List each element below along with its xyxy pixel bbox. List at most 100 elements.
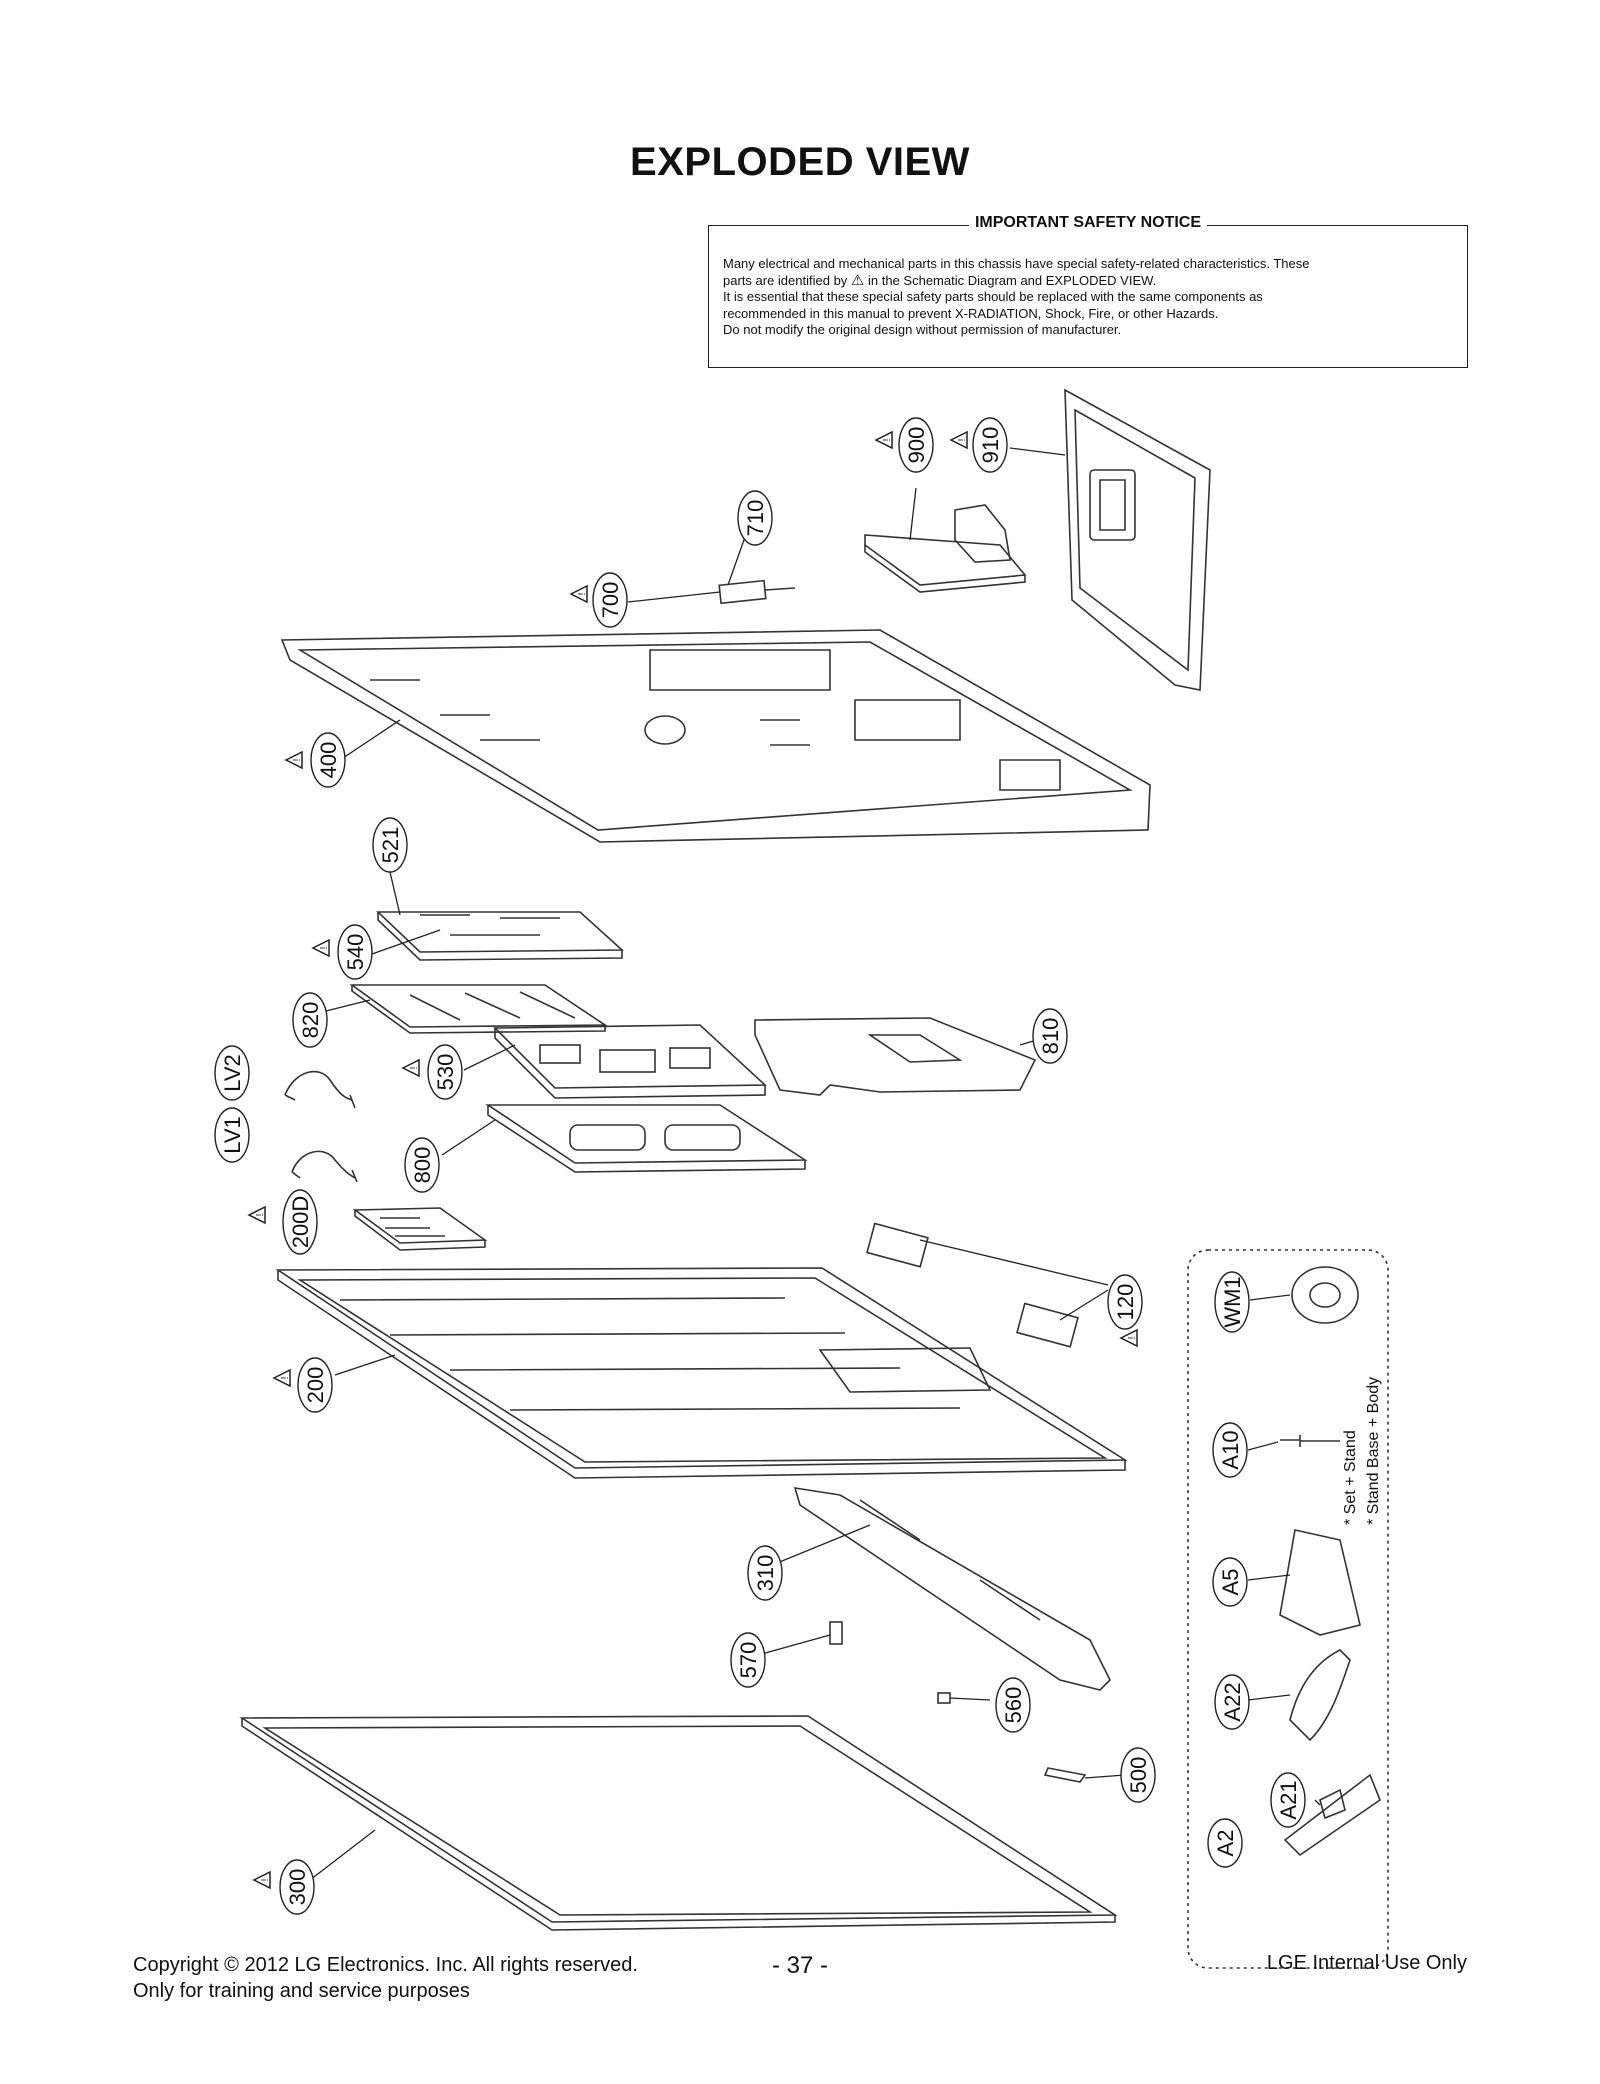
notice-line: recommended in this manual to prevent X-… (723, 305, 1219, 321)
callout-120: 120 (1107, 1274, 1143, 1330)
wm1-drawing (1291, 1266, 1359, 1324)
footer-copyright: Copyright © 2012 LG Electronics. Inc. Al… (133, 1952, 638, 2004)
svg-text:700: 700 (598, 582, 623, 619)
cable-lv2-drawing (284, 1070, 356, 1109)
speakers-120-drawing (866, 1222, 1079, 1348)
notice-line: It is essential that these special safet… (723, 289, 1263, 304)
callout-540: 540 (337, 924, 373, 980)
svg-text:540: 540 (343, 934, 368, 971)
callout-560: 560 (995, 1677, 1031, 1733)
leader-lines (309, 447, 1321, 1881)
svg-text:910: 910 (978, 427, 1003, 464)
svg-text:530: 530 (433, 1054, 458, 1091)
callout-a5: A5 (1212, 1557, 1248, 1607)
warning-triangle-icon (1120, 1329, 1139, 1347)
svg-text:310: 310 (753, 1555, 778, 1592)
svg-text:521: 521 (378, 827, 403, 864)
notice-line: in the Schematic Diagram and EXPLODED VI… (868, 272, 1157, 288)
callout-200d: 200D (282, 1189, 318, 1255)
tcon-200d-drawing (352, 1207, 488, 1251)
callout-570: 570 (730, 1632, 766, 1688)
svg-text:A10: A10 (1218, 1430, 1243, 1469)
warning-triangle-icon: ⚠ (850, 271, 865, 289)
power-board-530-drawing (493, 1024, 768, 1099)
notice-line: Do not modify the original design withou… (723, 322, 1122, 337)
callout-910: 910 (972, 417, 1008, 473)
cable-lv1-drawing (291, 1150, 358, 1183)
part-drawings (239, 388, 1389, 1969)
stand-base-900-drawing (864, 504, 1027, 593)
warning-triangle-icon (570, 585, 589, 603)
svg-text:A21: A21 (1276, 1780, 1301, 1819)
svg-text:120: 120 (1113, 1284, 1138, 1321)
callout-710: 710 (737, 490, 773, 546)
callout-a21: A21 (1270, 1772, 1306, 1828)
notice-line: Many electrical and mechanical parts in … (723, 256, 1310, 271)
page-number: - 37 - (771, 1952, 828, 1979)
svg-text:WM1: WM1 (1220, 1276, 1245, 1327)
callout-530: 530 (427, 1044, 463, 1100)
svg-text:400: 400 (316, 742, 341, 779)
callout-300: 300 (279, 1859, 315, 1915)
accessories-box (1187, 1249, 1389, 1969)
bracket-810-drawing (754, 1017, 1037, 1096)
callout-wm1: WM1 (1214, 1271, 1250, 1333)
part-560-drawing (937, 1692, 951, 1704)
svg-text:560: 560 (1001, 1687, 1026, 1724)
a5-bag-drawing (1279, 1529, 1361, 1636)
callout-a22: A22 (1214, 1674, 1250, 1730)
back-cover-400-drawing (280, 629, 1151, 843)
svg-text:200: 200 (303, 1367, 328, 1404)
svg-text:570: 570 (736, 1642, 761, 1679)
callout-700: 700 (592, 572, 628, 628)
shield-800-drawing (485, 1104, 808, 1173)
svg-text:LV1: LV1 (220, 1116, 245, 1154)
svg-text:LV2: LV2 (220, 1054, 245, 1092)
warning-triangle-icon (248, 1206, 267, 1224)
a22-cover-drawing (1289, 1649, 1351, 1742)
svg-text:810: 810 (1038, 1018, 1063, 1055)
bracket-310-drawing (793, 1487, 1111, 1691)
safety-notice-title: IMPORTANT SAFETY NOTICE (968, 214, 1208, 231)
svg-text:200D: 200D (288, 1196, 313, 1249)
warning-triangle-icon (402, 1059, 421, 1077)
warning-triangle-icon (285, 751, 304, 769)
svg-text:800: 800 (410, 1147, 435, 1184)
svg-text:500: 500 (1126, 1757, 1151, 1794)
callout-310: 310 (747, 1545, 783, 1601)
svg-text:710: 710 (743, 500, 768, 537)
lcd-module-200-drawing (275, 1267, 1128, 1479)
svg-text:300: 300 (285, 1869, 310, 1906)
accessory-note-stand-base: * Stand Base + Body (1365, 1377, 1382, 1525)
plate-820-drawing (349, 984, 608, 1034)
warning-triangle-icon (875, 431, 894, 449)
callout-800: 800 (404, 1137, 440, 1193)
notice-line: parts are identified by (723, 272, 848, 288)
callout-lv2: LV2 (214, 1045, 250, 1101)
accessory-note-set-stand: * Set + Stand (1342, 1430, 1359, 1525)
callout-820: 820 (292, 992, 328, 1048)
callout-500: 500 (1120, 1747, 1156, 1803)
svg-text:A22: A22 (1220, 1682, 1245, 1721)
part-570-drawing (829, 1621, 843, 1645)
front-bezel-300-drawing (239, 1715, 1118, 1931)
a21-bracket-drawing (1319, 1788, 1346, 1820)
callout-labels: 900 910 710 700 400 521 540 820 (214, 417, 1382, 1915)
svg-text:A2: A2 (1213, 1830, 1238, 1857)
callout-810: 810 (1032, 1008, 1068, 1064)
callout-a10: A10 (1212, 1422, 1248, 1478)
callout-400: 400 (310, 732, 346, 788)
warning-triangle-icon (253, 1871, 272, 1889)
part-500-drawing (1043, 1767, 1087, 1783)
warning-triangle-icon (950, 431, 969, 449)
warning-triangle-icon (273, 1369, 292, 1387)
callout-lv1: LV1 (214, 1107, 250, 1163)
svg-text:900: 900 (904, 427, 929, 464)
training-text: Only for training and service purposes (133, 1980, 470, 2002)
internal-use-label: LGE Internal Use Only (1266, 1952, 1467, 1974)
callout-200: 200 (297, 1357, 333, 1413)
stand-body-910-drawing (1064, 388, 1211, 691)
callout-900: 900 (898, 417, 934, 473)
safety-notice-body: Many electrical and mechanical parts in … (723, 256, 1453, 339)
